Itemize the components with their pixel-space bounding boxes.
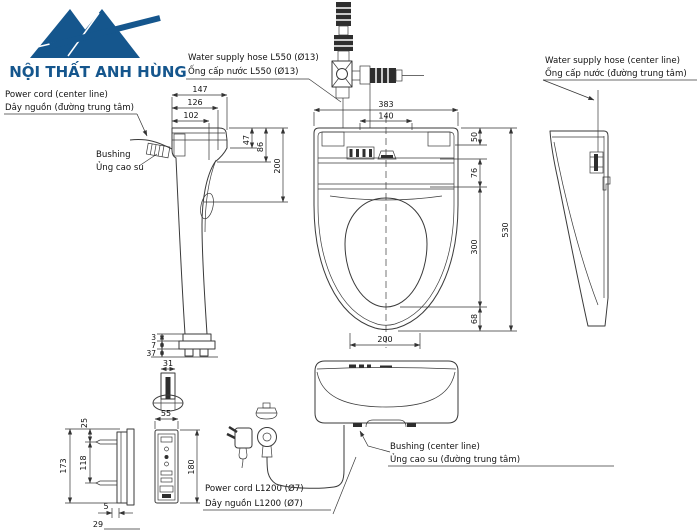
label-power-cord: Power cord L1200 (Ø7) Dây nguồn L1200 (Ø…: [203, 456, 357, 515]
dim-side-200: 200: [273, 158, 282, 173]
label-bushing-en: Bushing: [96, 150, 131, 160]
dim-side-31: 31: [163, 359, 173, 368]
foot-plug-part: 31: [152, 359, 184, 412]
label-bushing: Bushing Ủng cao su: [96, 150, 158, 173]
dim-remote-173: 173: [59, 458, 68, 473]
label-bushing-center: Bushing (center line) Ủng cao su (đường …: [359, 430, 614, 467]
power-cord-curve: [266, 425, 345, 489]
dim-plan-68: 68: [470, 314, 479, 324]
dim-side-7: 7: [151, 341, 156, 350]
logo-mark-icon: [19, 9, 161, 58]
dim-plan-140: 140: [378, 112, 393, 121]
seat-opening: [344, 197, 428, 308]
label-water-supply-hose: Water supply hose L550 (Ø13) Ống cấp nướ…: [186, 52, 342, 103]
label-power-cord-center-en: Power cord (center line): [5, 90, 108, 100]
plan-view: 383 140 50 76 300 68 530 200: [313, 100, 517, 349]
remote-side-view: 25 118 173 5 29: [59, 418, 140, 530]
sensor-window: [377, 150, 397, 160]
cap-part: [255, 402, 278, 420]
dim-remote-29: 29: [93, 520, 103, 529]
dim-plan-383: 383: [378, 100, 393, 109]
power-plug: [226, 425, 253, 469]
dim-remote-5: 5: [103, 502, 108, 511]
dim-remote-118: 118: [79, 455, 88, 470]
remote-front-view: 55 180: [154, 409, 200, 504]
dim-plan-200: 200: [377, 335, 392, 344]
side-view: 147 126 102 47 86 200 3 7 37: [129, 85, 288, 358]
dim-side-47: 47: [242, 135, 251, 145]
label-bushing-center-vi: Ủng cao su (đường trung tâm): [390, 453, 520, 465]
bushing-part: [145, 142, 171, 159]
label-bushing-vi: Ủng cao su: [96, 161, 144, 173]
bushing-tab-left: [353, 423, 362, 427]
water-valve-assembly: [331, 2, 424, 128]
dim-side-3: 3: [151, 333, 156, 342]
label-power-cord-vi: Dây nguồn L1200 (Ø7): [205, 498, 303, 509]
dim-remote-55: 55: [161, 409, 171, 418]
label-water-hose-center-vi: Ống cấp nước (đường trung tâm): [545, 66, 687, 79]
company-logo: NỘI THẤT ANH HÙNG: [9, 9, 187, 81]
power-cord-line: [129, 139, 173, 150]
unit-front-view: [314, 360, 459, 428]
dim-side-102: 102: [183, 111, 198, 120]
dim-side-37: 37: [146, 349, 156, 358]
label-water-hose-en: Water supply hose L550 (Ø13): [188, 52, 319, 63]
right-side-view: [549, 90, 611, 327]
control-buttons: [346, 146, 397, 160]
label-power-cord-center-vi: Dây nguồn (đường trung tâm): [5, 102, 134, 113]
dim-remote-180: 180: [187, 459, 196, 474]
dim-plan-76: 76: [470, 168, 479, 178]
label-power-cord-en: Power cord L1200 (Ø7): [205, 483, 304, 494]
dim-remote-25: 25: [80, 418, 89, 428]
bushing-tab-right: [407, 423, 416, 427]
dim-side-86: 86: [256, 142, 265, 152]
dim-plan-50: 50: [470, 132, 479, 142]
dim-plan-300: 300: [470, 239, 479, 254]
label-water-hose-center: Water supply hose (center line) Ống cấp …: [542, 56, 697, 101]
company-name: NỘI THẤT ANH HÙNG: [9, 60, 187, 81]
label-bushing-center-en: Bushing (center line): [390, 442, 480, 452]
dim-plan-530: 530: [501, 222, 510, 237]
label-water-hose-vi: Ống cấp nước L550 (Ø13): [188, 64, 299, 77]
dim-side-126: 126: [187, 98, 202, 107]
cord-grommet: [257, 425, 345, 489]
label-power-cord-center: Power cord (center line) Dây nguồn (đườn…: [4, 90, 148, 137]
dim-side-147: 147: [192, 85, 207, 94]
label-water-hose-center-en: Water supply hose (center line): [545, 56, 680, 66]
